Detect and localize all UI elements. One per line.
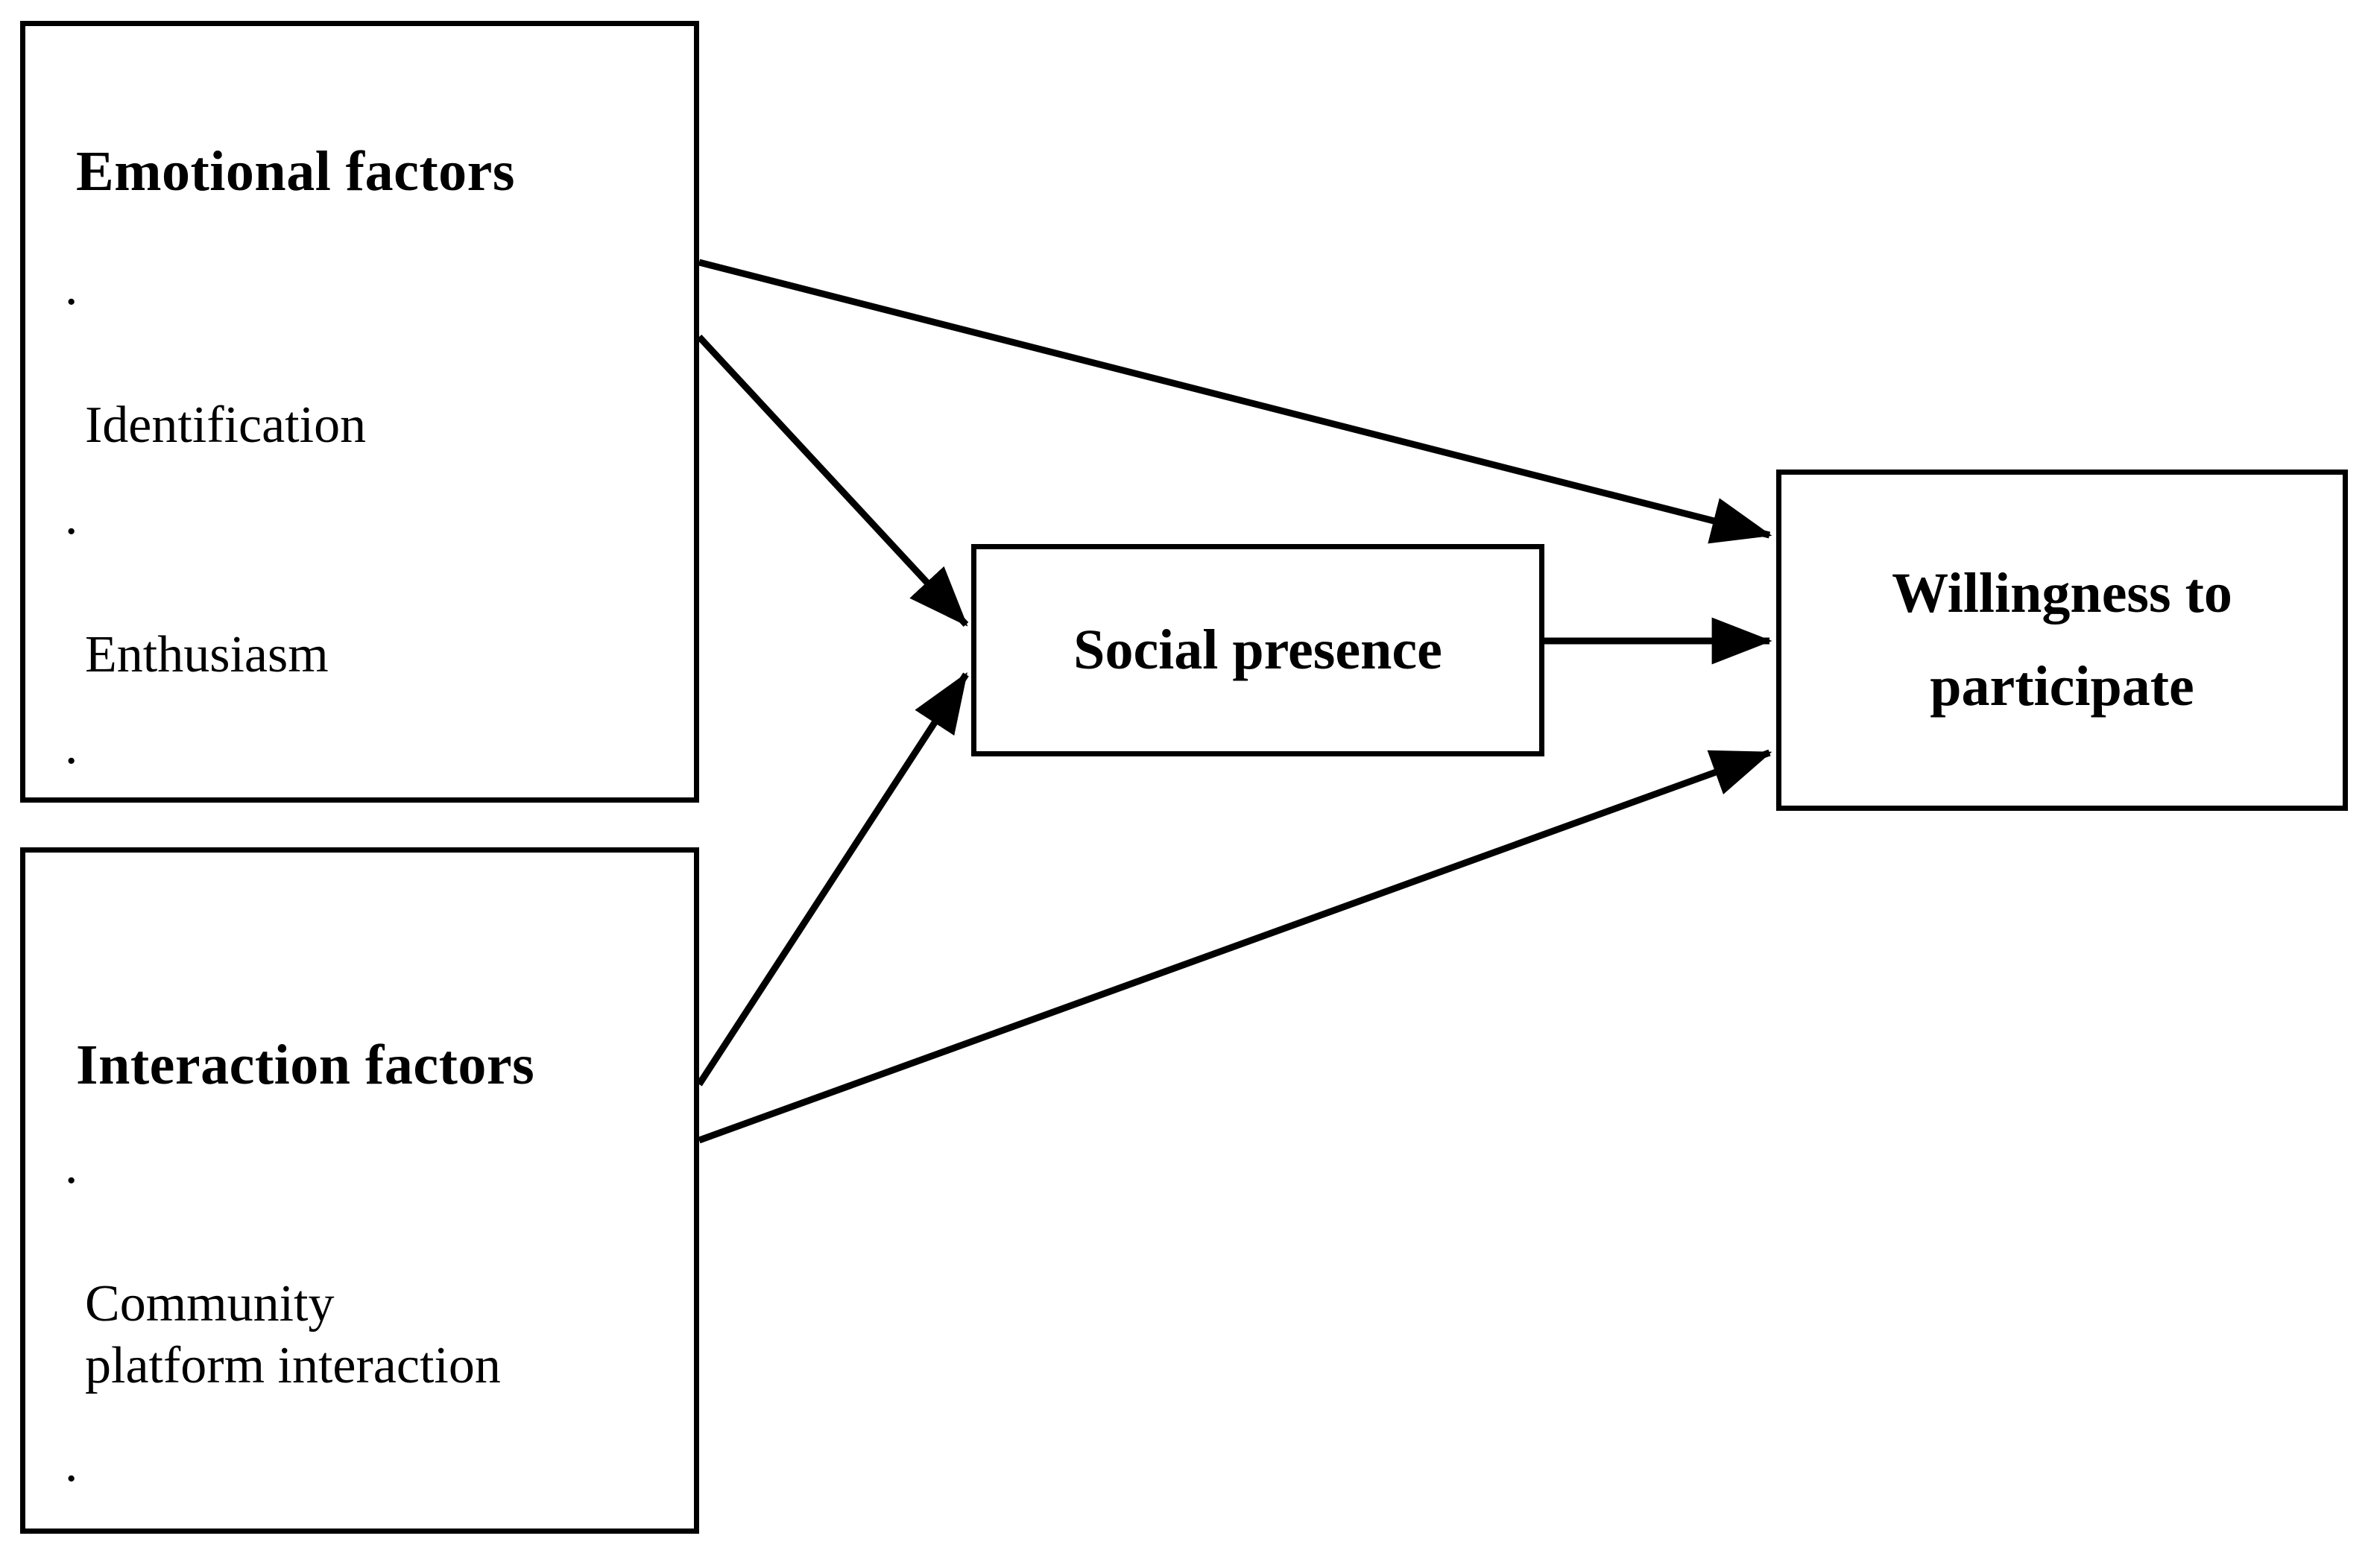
construct-box-social-presence: Social presence: [971, 544, 1544, 756]
construct-title-willingness-line1: Willingness to: [1892, 561, 2232, 625]
construct-box-willingness-to-participate: Willingness to participate: [1776, 470, 2348, 811]
list-item-label: Community platform interaction: [85, 1275, 501, 1394]
construct-title-interaction-factors: Interaction factors: [76, 1034, 535, 1096]
construct-box-interaction-factors: Interaction factors · Community platform…: [20, 847, 699, 1534]
list-item: · Offline interaction: [55, 1449, 686, 1568]
arrow-interaction-to-social-presence: [696, 671, 969, 1087]
arrow-emotional-to-willingness: [698, 259, 1772, 544]
list-item-label: Enthusiasm: [85, 625, 329, 683]
arrow-emotional-to-social-presence: [696, 334, 969, 627]
bullet-dot-icon: ·: [63, 502, 80, 560]
construct-title-emotional-factors: Emotional factors: [76, 140, 515, 203]
list-item: · Community platform interaction: [55, 1151, 686, 1397]
construct-title-willingness-line2: participate: [1930, 655, 2194, 718]
bullet-dot-icon: ·: [63, 274, 80, 331]
construct-title-social-presence: Social presence: [1073, 619, 1442, 681]
construct-box-emotional-factors: Emotional factors · Identification · Ent…: [20, 21, 699, 913]
bullet-dot-icon: ·: [63, 1450, 80, 1508]
construct-item-list-interaction-factors: · Community platform interaction · Offli…: [55, 1151, 686, 1568]
list-item-label: Identification: [85, 396, 367, 455]
arrow-interaction-to-willingness: [698, 749, 1772, 1144]
list-item: · Identification: [55, 272, 686, 457]
bullet-dot-icon: ·: [63, 1152, 80, 1210]
list-item: · Enthusiasm: [55, 502, 686, 686]
bullet-dot-icon: ·: [63, 732, 80, 790]
